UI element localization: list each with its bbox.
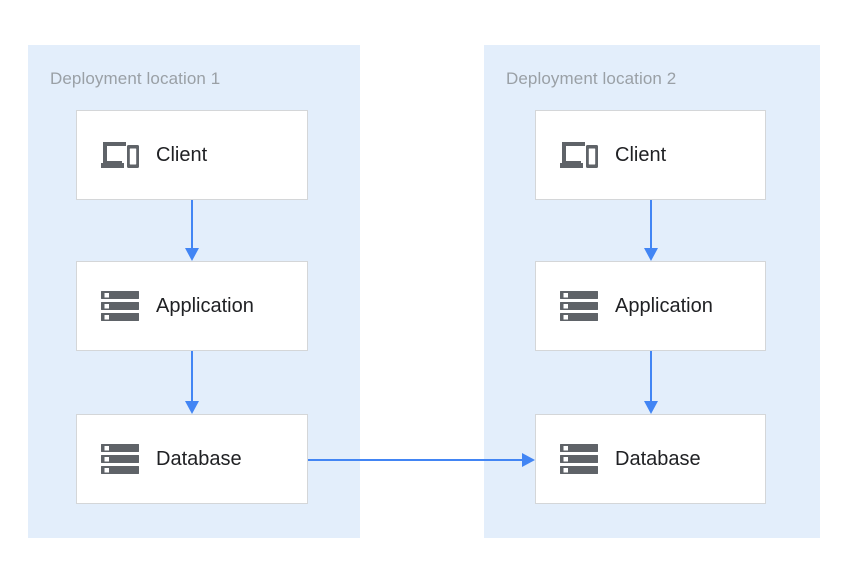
node-application-1[interactable]: Application [76,261,308,351]
server-stack-icon [98,284,142,328]
node-label: Database [615,448,701,470]
devices-icon [98,133,142,177]
arrow-edge-database1-database2 [308,452,537,468]
node-label: Client [615,144,667,166]
node-client-2[interactable]: Client [535,110,766,200]
arrow-edge-client2-application2 [643,200,659,263]
devices-icon [557,133,601,177]
node-label: Client [156,144,208,166]
node-database-1[interactable]: Database [76,414,308,504]
server-stack-icon [557,284,601,328]
node-label: Application [156,295,254,317]
node-application-2[interactable]: Application [535,261,766,351]
node-client-1[interactable]: Client [76,110,308,200]
node-label: Database [156,448,242,470]
server-stack-icon [557,437,601,481]
arrow-edge-client1-application1 [184,200,200,263]
server-stack-icon [98,437,142,481]
zone-label: Deployment location 2 [506,69,677,88]
zone-label: Deployment location 1 [50,69,221,88]
arrow-edge-application1-database1 [184,351,200,416]
node-database-2[interactable]: Database [535,414,766,504]
node-label: Application [615,295,713,317]
arrow-edge-application2-database2 [643,351,659,416]
